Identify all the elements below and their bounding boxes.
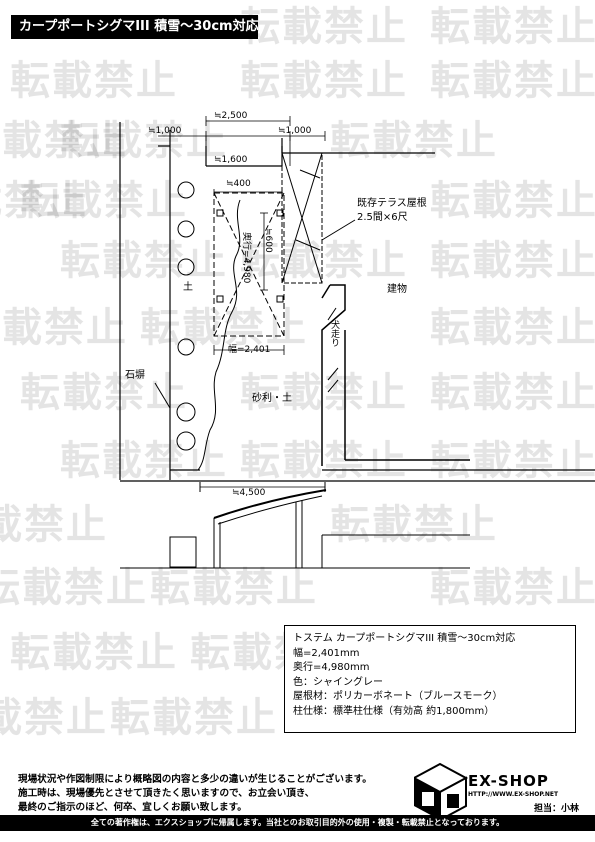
- brand-url: HTTP://WWW.EX-SHOP.NET: [468, 791, 559, 798]
- post-marker: [216, 209, 224, 217]
- ex-shop-logo-icon: [414, 762, 469, 822]
- depth-dimension-label: 奥行=4,980: [241, 232, 253, 284]
- note-line: 最終のご指示のほど、何卒、宜しくお願い致します。: [18, 802, 247, 813]
- post-marker: [276, 209, 284, 217]
- existing-terrace-roof: [281, 152, 323, 284]
- watermark-text: 転載禁止: [0, 695, 108, 741]
- spec-color: 色：シャイングレー: [293, 676, 383, 688]
- site-plan-drawing: ≒2,500 ≒1,000 ≒1,000 ≒1,600 ≒400 ≒600 奥行…: [119, 111, 595, 569]
- dim-600: ≒600: [263, 228, 273, 253]
- note-line: 施工時は、現場優先とさせて頂きたく思いますので、お立会い頂き、: [18, 788, 315, 799]
- site-walls: [119, 122, 595, 482]
- spec-box: トステム カープポートシグマIII 積雪〜30cm対応 幅=2,401mm 奥行…: [284, 625, 576, 733]
- spec-width: 幅=2,401mm: [293, 647, 360, 659]
- staff-label: 担当：小林: [534, 804, 580, 814]
- stone-wall-label: 石塀: [125, 369, 145, 381]
- shrub-icon: [176, 181, 196, 451]
- spec-pillar: 柱仕様：標準柱仕様（有効高 約1,800mm）: [293, 705, 495, 717]
- post-marker: [216, 295, 224, 303]
- building-outline: [321, 284, 470, 466]
- copyright-footer: 全ての著作権は、エクスショップに帰属します。当社とのお取引目的外の使用・複製・転…: [0, 815, 595, 831]
- existing-roof-label: 既存テラス屋根: [357, 196, 427, 209]
- watermark-text: 転載禁止: [110, 695, 278, 741]
- roof-leader-line: [321, 219, 356, 241]
- rain-gutter-label: 犬走り: [329, 319, 340, 347]
- rain-gutter-hatching: [327, 307, 339, 393]
- post-marker: [276, 295, 284, 303]
- planting-area: [176, 181, 241, 471]
- dim-4500: ≒4,500: [232, 488, 266, 498]
- note-line: 現場状況や作図制限により概略図の内容と多少の違いが生じることがございます。: [18, 774, 372, 785]
- soil-label: 土: [183, 280, 193, 293]
- carport-elevation: [120, 482, 470, 569]
- notes: 現場状況や作図制限により概略図の内容と多少の違いが生じることがございます。 施工…: [18, 773, 372, 815]
- dim-right-1000: ≒1,000: [278, 126, 312, 136]
- watermark-text: 転載禁止: [10, 630, 178, 676]
- dim-400: ≒400: [226, 179, 251, 189]
- brand-name: EX-SHOP: [468, 772, 549, 790]
- dim-1600: ≒1,600: [214, 155, 248, 165]
- wall-leader-line: [154, 382, 171, 409]
- building-label: 建物: [387, 282, 407, 295]
- spec-roof: 屋根材：ポリカーボネート（ブルースモーク）: [293, 691, 503, 703]
- spec-product: トステム カープポートシグマIII 積雪〜30cm対応: [293, 633, 516, 644]
- dim-left-1000: ≒1,000: [148, 126, 182, 136]
- spec-depth: 奥行=4,980mm: [293, 662, 370, 674]
- gravel-label: 砂利・土: [252, 391, 292, 404]
- width-dimension-label: 幅=2,401: [228, 343, 270, 355]
- existing-roof-size: 2.5間×6尺: [357, 211, 408, 223]
- page-title: カープポートシグマIII 積雪〜30cm対応: [11, 15, 259, 39]
- carport-footprint: [213, 192, 285, 337]
- dim-2500: ≒2,500: [214, 111, 248, 121]
